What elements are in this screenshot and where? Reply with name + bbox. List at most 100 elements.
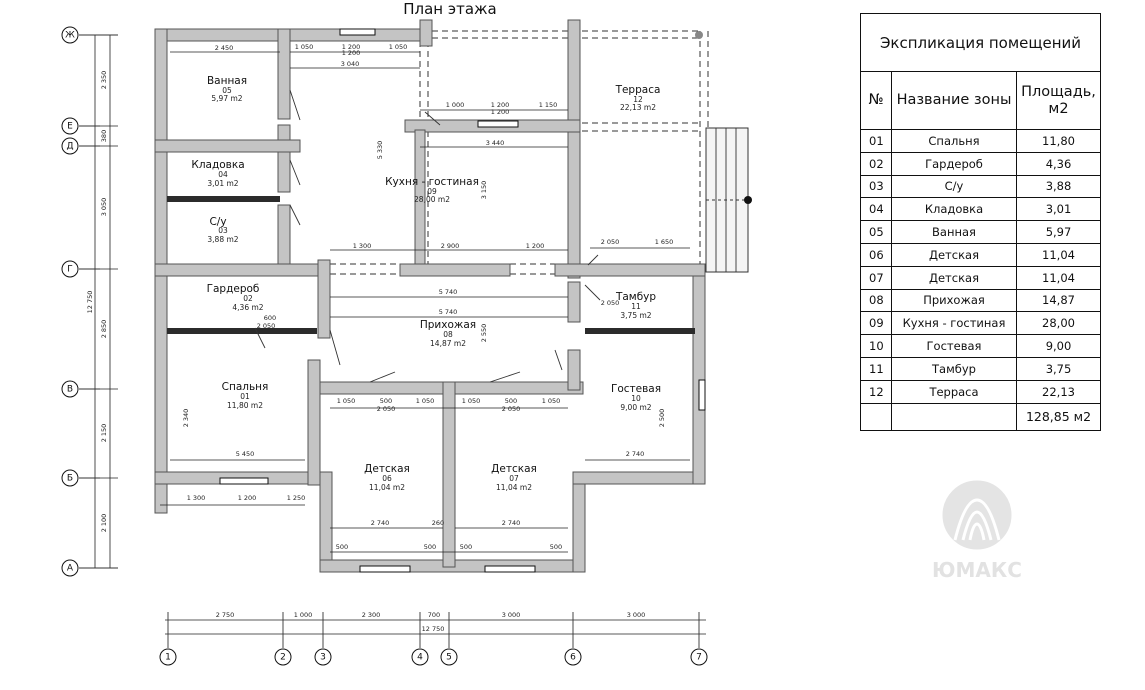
bottom-dim-6: 3 000 xyxy=(627,611,646,619)
svg-text:3,75 m2: 3,75 m2 xyxy=(620,311,651,320)
svg-text:2: 2 xyxy=(280,653,286,663)
row-number: 08 xyxy=(860,288,892,313)
svg-text:11,04 m2: 11,04 m2 xyxy=(496,483,532,492)
axis-row-a: А xyxy=(61,559,79,577)
room-vestibule: Тамбур 11 3,75 m2 xyxy=(615,291,656,320)
svg-text:Ванная: Ванная xyxy=(207,75,247,87)
dim-text: 500 xyxy=(336,543,348,551)
dim-text: 1 050 xyxy=(389,43,408,51)
dim-text: 2 050 xyxy=(502,405,521,413)
terrace-outline xyxy=(330,30,709,275)
svg-text:09: 09 xyxy=(427,187,437,196)
dim-text: 1 200 xyxy=(526,242,545,250)
dim-text: 2 740 xyxy=(502,519,521,527)
svg-text:5: 5 xyxy=(446,653,452,663)
svg-text:Г: Г xyxy=(67,265,73,275)
explication-table: Экспликация помещений № Название зоны Пл… xyxy=(860,13,1101,431)
dim-text: 1 050 xyxy=(295,43,314,51)
dim-text: 3 040 xyxy=(341,60,360,68)
svg-text:05: 05 xyxy=(222,86,232,95)
dim-text: 1 300 xyxy=(353,242,372,250)
floor-plan: 2 350 380 3 050 2 850 2 150 2 100 12 750… xyxy=(61,19,752,666)
row-name: Терраса xyxy=(891,379,1017,404)
row-name: Гардероб xyxy=(891,151,1017,176)
axis-row-g: Г xyxy=(61,260,79,278)
dim-text: 2 740 xyxy=(626,450,645,458)
svg-text:Кухня - гостиная: Кухня - гостиная xyxy=(385,176,479,188)
explication-header-row: № Название зоны Площадь, м2 xyxy=(860,71,1101,130)
row-number: 04 xyxy=(860,197,892,222)
room-hallway: Прихожая 08 14,87 m2 xyxy=(420,319,476,348)
axis-row-d: Д xyxy=(61,137,79,155)
svg-text:1: 1 xyxy=(165,653,171,663)
room-guest: Гостевая 10 9,00 m2 xyxy=(611,383,661,412)
axis-col-5: 5 xyxy=(440,648,458,666)
room-kitchen-living: Кухня - гостиная 09 28,00 m2 xyxy=(385,176,479,204)
svg-text:Прихожая: Прихожая xyxy=(420,319,476,331)
dim-text: 1 300 xyxy=(187,494,206,502)
svg-text:28,00 m2: 28,00 m2 xyxy=(414,195,450,204)
dim-text: 3 150 xyxy=(480,181,488,200)
axis-col-1: 1 xyxy=(159,648,177,666)
row-area: 5,97 xyxy=(1016,220,1101,244)
row-area: 11,80 xyxy=(1016,129,1101,153)
bottom-dim-3: 2 300 xyxy=(362,611,381,619)
row-name: Гостевая xyxy=(891,334,1017,358)
dim-text: 2 050 xyxy=(377,405,396,413)
dim-text: 1 050 xyxy=(337,397,356,405)
row-area: 28,00 xyxy=(1016,311,1101,336)
room-kids-2: Детская 07 11,04 m2 xyxy=(491,463,537,492)
dim-text: 260 xyxy=(432,519,444,527)
svg-text:Б: Б xyxy=(67,474,73,484)
row-number: 11 xyxy=(860,356,892,381)
header-area: Площадь, м2 xyxy=(1016,71,1101,130)
bottom-dimension-chain: 2 750 1 000 2 300 700 3 000 3 000 12 750 xyxy=(165,611,706,648)
svg-text:11: 11 xyxy=(631,302,641,311)
row-area: 3,75 xyxy=(1016,356,1101,381)
dim-text: 1 050 xyxy=(416,397,435,405)
row-number: 10 xyxy=(860,334,892,358)
bottom-total-dim: 12 750 xyxy=(422,625,445,633)
svg-text:7: 7 xyxy=(696,653,702,663)
dim-text: 1 000 xyxy=(446,101,465,109)
svg-text:Кладовка: Кладовка xyxy=(191,159,244,171)
dim-text: 500 xyxy=(424,543,436,551)
row-area: 11,04 xyxy=(1016,242,1101,267)
dim-text: 500 xyxy=(380,397,392,405)
interior-dims: 2 450 1 050 1 200 1 050 3 040 1 200 1 00… xyxy=(160,43,690,553)
svg-text:Гостевая: Гостевая xyxy=(611,383,661,395)
axis-row-b: Б xyxy=(61,469,79,487)
header-num: № xyxy=(860,71,892,130)
axis-col-2: 2 xyxy=(274,648,292,666)
axis-col-7: 7 xyxy=(690,648,708,666)
row-name: Детская xyxy=(891,265,1017,290)
left-dim-2: 380 xyxy=(100,130,108,142)
dim-text: 1 200 xyxy=(342,49,361,57)
axis-col-6: 6 xyxy=(564,648,582,666)
dim-text: 500 xyxy=(505,397,517,405)
svg-text:08: 08 xyxy=(443,330,453,339)
dim-text: 5 740 xyxy=(439,308,458,316)
room-terrace: Терраса 12 22,13 m2 xyxy=(615,84,661,112)
row-number: 06 xyxy=(860,242,892,267)
row-name: Ванная xyxy=(891,220,1017,244)
dim-text: 1 200 xyxy=(342,43,361,51)
svg-text:11,80 m2: 11,80 m2 xyxy=(227,401,263,410)
svg-text:4: 4 xyxy=(417,653,423,663)
svg-text:Спальня: Спальня xyxy=(222,381,269,393)
svg-text:10: 10 xyxy=(631,394,641,403)
plan-title: План этажа xyxy=(403,0,497,18)
svg-text:Тамбур: Тамбур xyxy=(615,291,656,303)
svg-text:5,97 m2: 5,97 m2 xyxy=(211,94,242,103)
row-name: Спальня xyxy=(891,129,1017,153)
bottom-dim-5: 3 000 xyxy=(502,611,521,619)
row-name: Кухня - гостиная xyxy=(891,311,1017,336)
row-number: 02 xyxy=(860,151,892,176)
axis-col-3: 3 xyxy=(314,648,332,666)
